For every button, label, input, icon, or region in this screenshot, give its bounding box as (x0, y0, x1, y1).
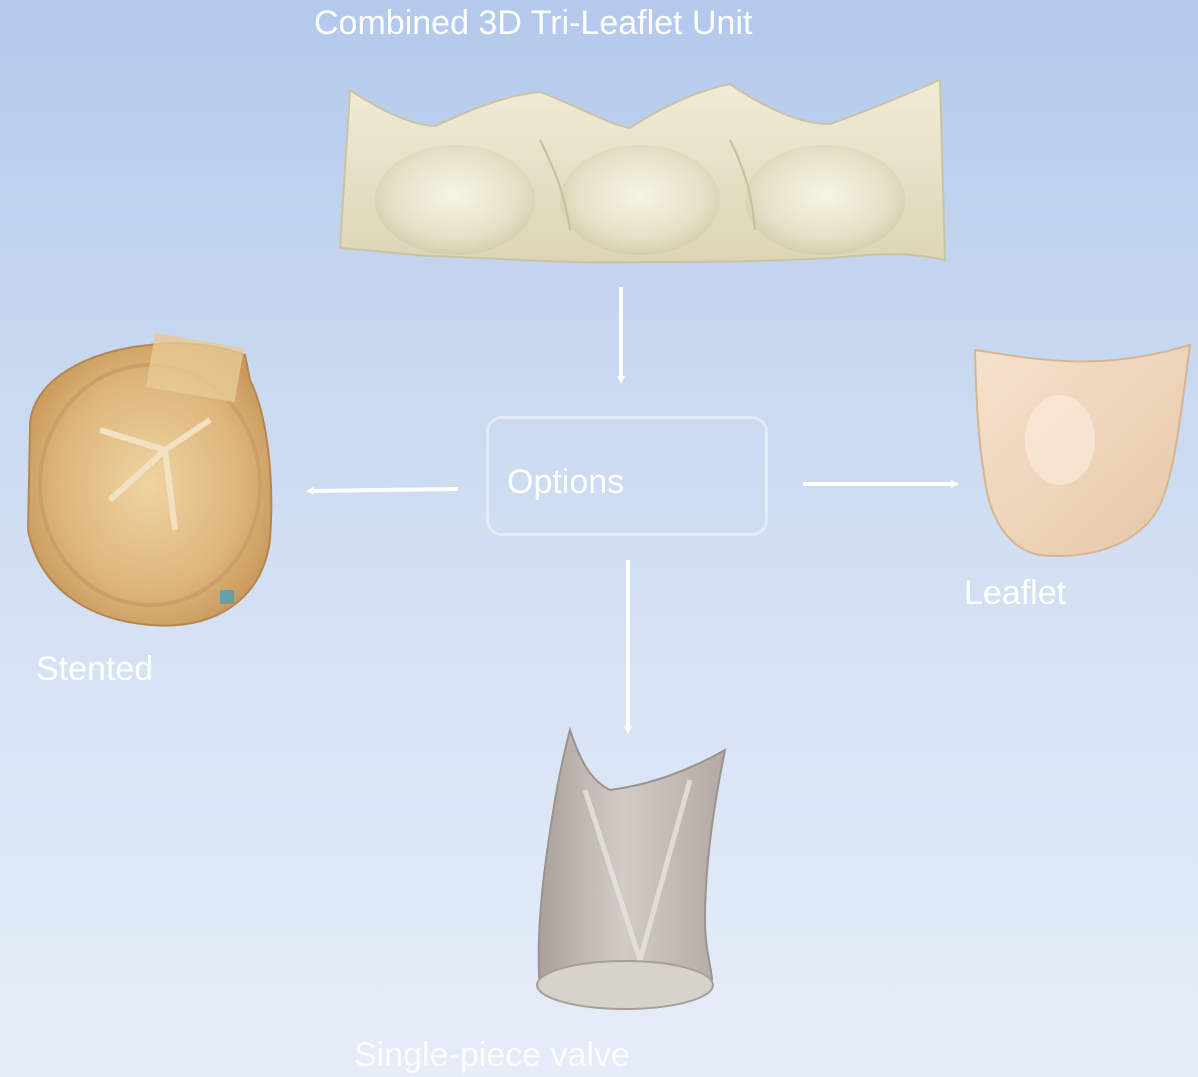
stented-label: Stented (36, 650, 153, 689)
single-piece-valve-image (537, 730, 725, 1009)
tri-leaflet-unit-image (340, 80, 945, 262)
options-label: Options (507, 463, 624, 502)
single-piece-valve-label: Single-piece valve (354, 1036, 630, 1075)
leaflet-image (975, 345, 1190, 556)
options-node: Options (486, 416, 768, 536)
arrow-left-to-stented (310, 489, 458, 491)
leaflet-label: Leaflet (964, 574, 1066, 613)
stented-valve-image (28, 333, 271, 626)
